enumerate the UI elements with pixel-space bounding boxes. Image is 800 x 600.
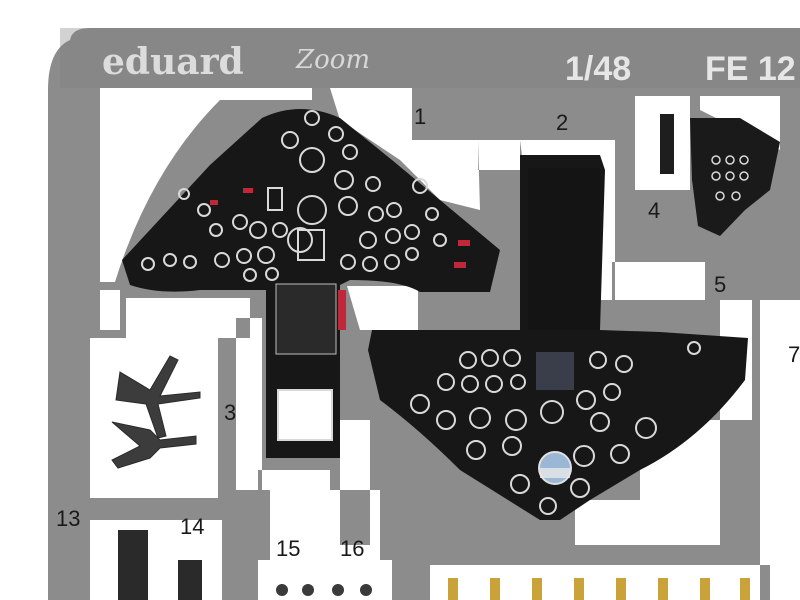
part-number-2: 2 [556, 110, 568, 135]
dial-cluster [141, 110, 447, 282]
panel-gauges [410, 341, 701, 515]
set-code-label: FE 12 [705, 50, 796, 88]
part-number-3: 3 [224, 400, 236, 425]
brand-logo-text: eduard [102, 41, 244, 83]
part-4-strip [660, 114, 674, 174]
switch-block [275, 283, 337, 355]
bottom-parts [118, 530, 750, 600]
center-display [536, 352, 574, 390]
part-number-1: 1 [414, 104, 426, 129]
part-number-5: 5 [714, 272, 726, 297]
part-number-4: 4 [648, 198, 660, 223]
part-5-side-panel [690, 118, 780, 236]
zoom-logo-text: Zoom [295, 45, 370, 75]
fret-header-bar [60, 28, 800, 88]
part-number-7: 7 [788, 342, 800, 367]
part-number-16: 16 [340, 536, 364, 561]
part-number-14: 14 [180, 514, 204, 539]
part-3-pedals [111, 355, 201, 469]
scale-label: 1/48 [565, 50, 631, 88]
lower-panel-window [277, 389, 333, 441]
part-number-15: 15 [276, 536, 300, 561]
part-2-main-panel [368, 155, 748, 520]
part-number-13: 13 [56, 506, 80, 531]
part-1-instrument-panel [122, 109, 500, 458]
panel-pedestal [528, 168, 600, 330]
